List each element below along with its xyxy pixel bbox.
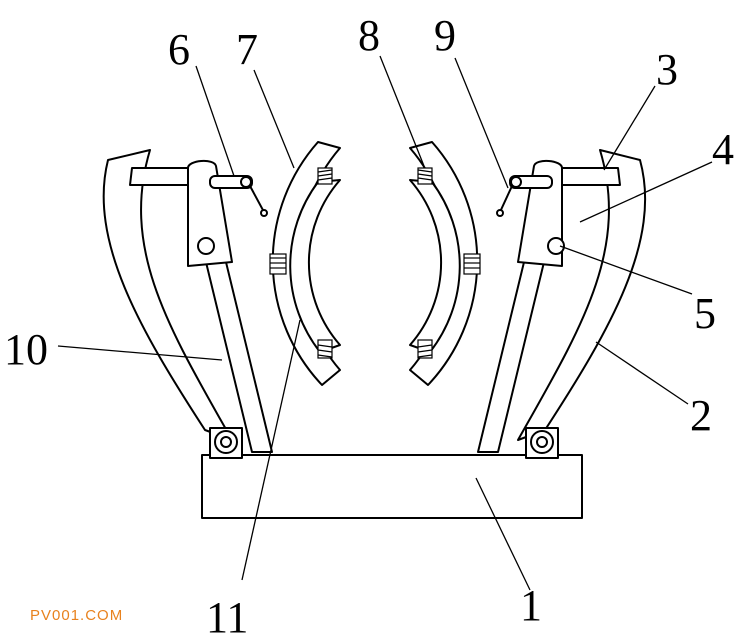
base-block	[201, 454, 583, 519]
right-clamp-jaw	[409, 141, 481, 386]
label-9: 9	[434, 11, 456, 60]
leader-3	[603, 85, 656, 171]
label-1: 1	[520, 581, 542, 630]
label-11: 11	[206, 593, 248, 641]
right-roller	[525, 427, 559, 459]
right-outer-arm	[517, 149, 647, 441]
leader-10	[57, 345, 223, 361]
leader-8	[379, 55, 425, 167]
leader-9	[454, 57, 509, 189]
right-pin-rod	[496, 175, 553, 217]
left-pin-rod	[209, 175, 268, 217]
leader-4	[579, 161, 713, 223]
label-4: 4	[712, 125, 734, 174]
label-7: 7	[236, 25, 258, 74]
label-10: 10	[4, 325, 48, 374]
right-link-bar	[559, 167, 621, 186]
label-3: 3	[656, 45, 678, 94]
left-link-bar	[129, 167, 191, 186]
label-5: 5	[694, 289, 716, 338]
label-8: 8	[358, 11, 380, 60]
leader-lines	[57, 55, 713, 591]
leader-6	[195, 65, 235, 177]
watermark-text: PV001.COM	[30, 607, 123, 624]
left-clamp-jaw	[269, 141, 341, 386]
label-6: 6	[168, 25, 190, 74]
leader-5	[559, 245, 693, 295]
left-pivot-bracket	[187, 160, 233, 267]
left-roller	[209, 427, 243, 459]
leader-11	[241, 319, 301, 581]
leader-7	[253, 69, 295, 169]
leader-2	[595, 341, 689, 405]
leader-1	[475, 477, 531, 591]
label-2: 2	[690, 391, 712, 440]
